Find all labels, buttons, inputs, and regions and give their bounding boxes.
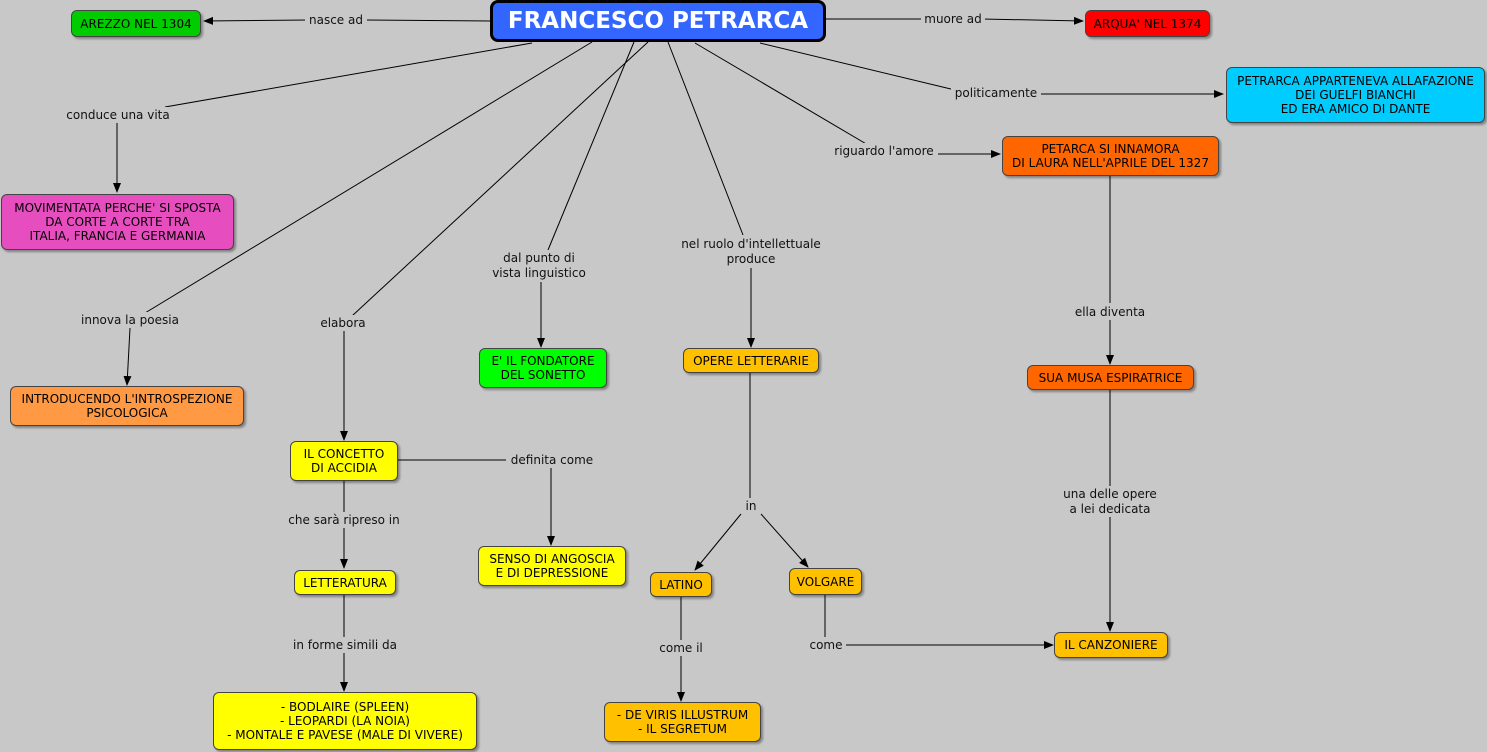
link-line <box>164 42 533 108</box>
link-line <box>547 41 635 251</box>
link-line <box>694 42 869 146</box>
concept-canzoniere[interactable]: IL CANZONIERE <box>1054 632 1168 658</box>
link-line <box>351 41 649 317</box>
link-arrow <box>981 16 1084 25</box>
concept-arqua[interactable]: ARQUA' NEL 1374 <box>1085 10 1210 37</box>
link-label-innova: innova la poesia <box>77 312 183 328</box>
link-label-vita: conduce una vita <box>62 107 174 123</box>
concept-letteratura[interactable]: LETTERATURA <box>294 570 396 595</box>
concept-arezzo[interactable]: AREZZO NEL 1304 <box>71 10 201 37</box>
link-label-in: in <box>742 498 760 514</box>
link-arrow <box>694 513 742 571</box>
concept-laura[interactable]: PETARCA SI INNAMORA DI LAURA NELL'APRILE… <box>1002 136 1219 176</box>
concept-autori[interactable]: - BODLAIRE (SPLEEN) - LEOPARDI (LA NOIA)… <box>213 692 477 750</box>
link-line <box>364 19 493 22</box>
link-label-dedicata: una delle opere a lei dedicata <box>1058 486 1162 517</box>
concept-opere-letterarie[interactable]: OPERE LETTERARIE <box>683 348 819 373</box>
link-label-linguistico: dal punto di vista linguistico <box>489 250 589 282</box>
link-arrow <box>123 327 132 386</box>
link-line <box>667 41 744 236</box>
link-label-muore: muore ad <box>921 11 985 27</box>
concept-sonetto[interactable]: E' IL FONDATORE DEL SONETTO <box>479 348 607 388</box>
link-arrow <box>203 16 309 25</box>
concept-viris[interactable]: - DE VIRIS ILLUSTRUM - IL SEGRETUM <box>604 702 761 742</box>
link-label-come: come <box>806 637 846 653</box>
link-label-ripreso: che sarà ripreso in <box>282 512 406 528</box>
concept-guelfi[interactable]: PETRARCA APPARTENEVA ALLAFAZIONE DEI GUE… <box>1226 67 1485 123</box>
link-arrow <box>760 513 809 568</box>
link-label-nasce: nasce ad <box>305 12 367 28</box>
concept-introspezione[interactable]: INTRODUCENDO L'INTROSPEZIONE PSICOLOGICA <box>10 386 244 426</box>
link-label-diventa: ella diventa <box>1071 304 1149 320</box>
link-label-politicamente: politicamente <box>951 85 1041 101</box>
main-concept-petrarca[interactable]: FRANCESCO PETRARCA <box>490 0 826 42</box>
link-label-amore: riguardo l'amore <box>830 143 938 159</box>
concept-latino[interactable]: LATINO <box>650 572 712 597</box>
link-label-forme: in forme simili da <box>288 637 402 653</box>
link-label-intellettuale: nel ruolo d'intellettuale produce <box>678 236 824 268</box>
concept-volgare[interactable]: VOLGARE <box>789 568 862 595</box>
concept-musa[interactable]: SUA MUSA ESPIRATRICE <box>1027 365 1194 390</box>
link-label-elabora: elabora <box>316 315 370 331</box>
concept-angoscia[interactable]: SENSO DI ANGOSCIA E DI DEPRESSIONE <box>478 546 626 586</box>
concept-movimentata[interactable]: MOVIMENTATA PERCHE' SI SPOSTA DA CORTE A… <box>1 194 234 250</box>
link-line <box>759 42 956 91</box>
link-label-definita: definita come <box>506 452 598 468</box>
concept-accidia[interactable]: IL CONCETTO DI ACCIDIA <box>290 441 398 481</box>
link-label-comeil: come il <box>654 640 708 656</box>
link-line <box>144 41 593 314</box>
